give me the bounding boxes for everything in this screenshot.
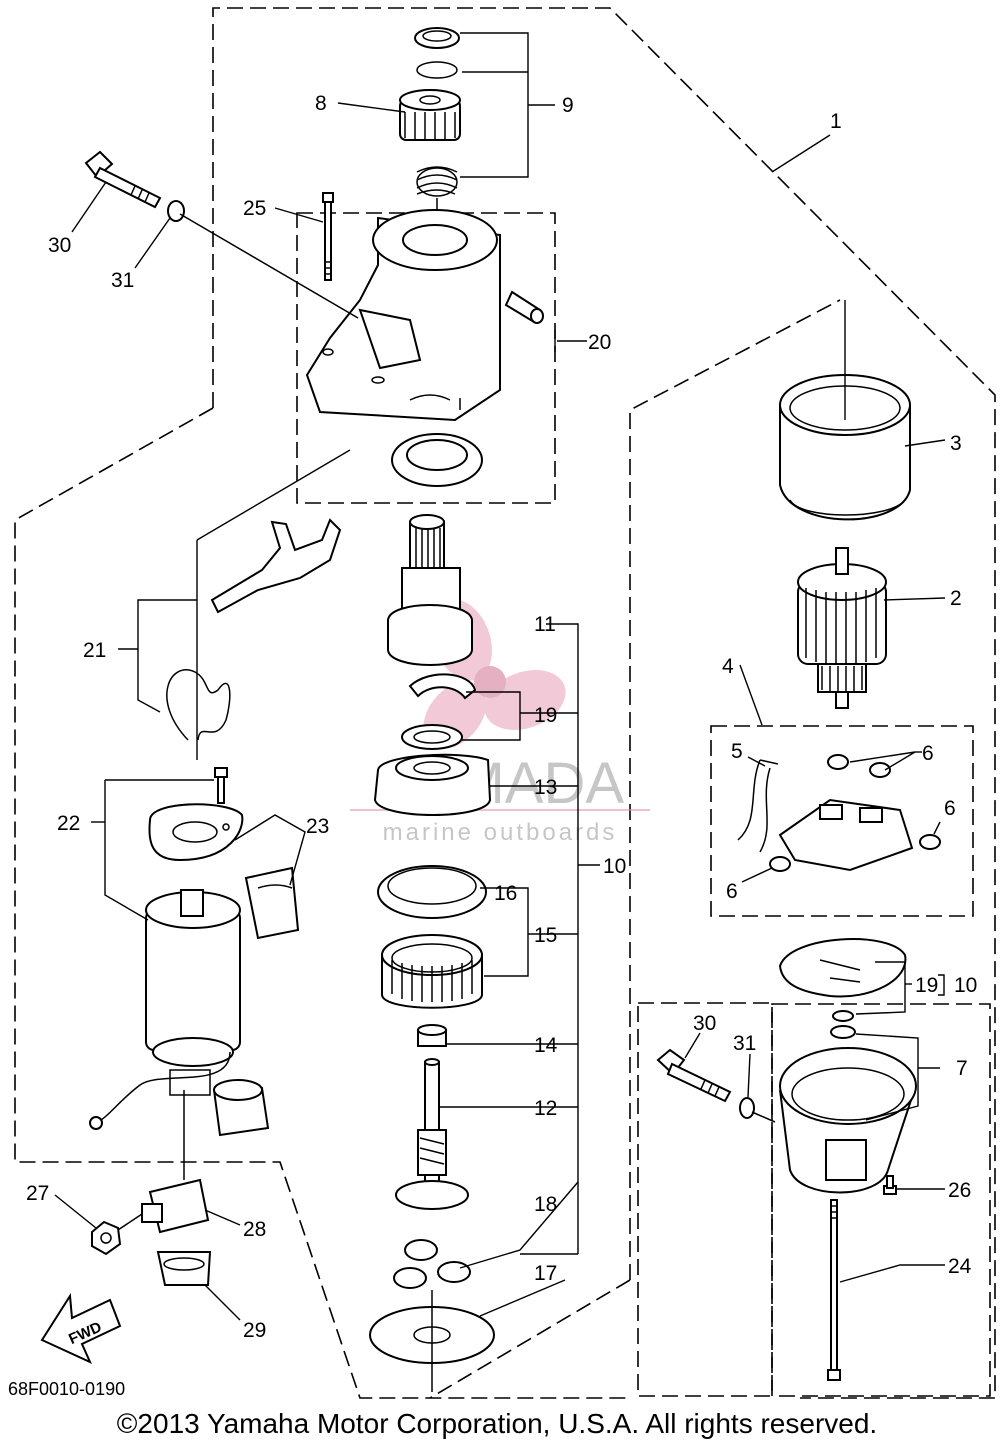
brush-lead-part (737, 759, 779, 853)
yoke-part (779, 374, 911, 521)
planet-gear-part (393, 1239, 471, 1289)
watermark-tagline: marine outboards (383, 819, 618, 846)
snap-ring-part (416, 61, 458, 79)
relay-lead-wire-part (97, 1051, 231, 1123)
callout-labels: 1 2 3 4 5 6 6 6 7 8 9 10 19 10 11 12 13 … (26, 92, 977, 1342)
through-bolt-part (322, 192, 334, 281)
callout-19a: 19 (534, 704, 557, 727)
callout-31a: 31 (111, 269, 134, 292)
rear-washer-part (739, 1097, 755, 1119)
front-bearing-part (391, 433, 483, 487)
diagram-code: 68F0010-0190 (8, 1379, 125, 1399)
callout-30b: 30 (693, 1012, 716, 1035)
fwd-arrow-icon: FWD (40, 1292, 122, 1365)
callout-29: 29 (243, 1319, 266, 1342)
bushing-part (417, 1024, 447, 1047)
callout-6c: 6 (726, 880, 738, 903)
callout-3: 3 (950, 432, 962, 455)
callout-22: 22 (57, 812, 80, 835)
rear-cover-part (779, 1025, 917, 1194)
callout-4: 4 (722, 655, 734, 678)
long-bolt-part (827, 1199, 841, 1381)
brush-holder-part (778, 798, 914, 872)
callout-14: 14 (534, 1034, 558, 1057)
o-ring-part (832, 1010, 854, 1022)
callout-10a: 10 (603, 855, 626, 878)
callout-19b: 19 (915, 974, 938, 997)
callout-23: 23 (306, 815, 329, 838)
callout-12: 12 (534, 1097, 557, 1120)
shift-lever-part (210, 518, 342, 614)
copyright-notice: ©2013 Yamaha Motor Corporation, U.S.A. A… (117, 1408, 877, 1439)
callout-6a: 6 (922, 742, 934, 765)
callout-9: 9 (562, 94, 574, 117)
callout-24: 24 (948, 1255, 972, 1278)
clip-part (408, 673, 477, 700)
callout-27: 27 (26, 1182, 49, 1205)
callout-11: 11 (534, 613, 556, 636)
washer-c-part (401, 724, 463, 750)
callout-16: 16 (494, 882, 517, 905)
switch-cover-part (156, 1251, 212, 1286)
relay-screw-part (214, 767, 228, 804)
spring-clip-part (166, 669, 231, 741)
assembly-outline-4 (710, 725, 974, 917)
ring-gear-part (377, 865, 487, 919)
nut-part (91, 1220, 122, 1256)
callout-31b: 31 (733, 1032, 756, 1055)
pinion-gear-part (399, 89, 461, 141)
callout-17: 17 (534, 1262, 557, 1285)
rubber-holder-part (244, 866, 300, 940)
brush-plate-part (778, 938, 907, 998)
callout-1: 1 (830, 110, 842, 133)
callout-13: 13 (534, 776, 557, 799)
callout-15: 15 (534, 924, 557, 947)
rear-bolt-part (656, 1048, 732, 1103)
assembly-outline-10 (429, 299, 841, 1399)
callout-18: 18 (534, 1193, 557, 1216)
solenoid-switch-part (117, 1178, 210, 1234)
relay-plate-part (148, 803, 244, 862)
screw-part (883, 1175, 897, 1195)
drive-shaft-part (387, 514, 473, 666)
brush-spring-part (769, 754, 941, 872)
callout-21: 21 (83, 639, 106, 662)
callout-20: 20 (588, 331, 611, 354)
callout-5: 5 (731, 740, 743, 763)
internal-gear-part (381, 934, 483, 1009)
spring-part (416, 166, 458, 197)
starter-relay-part (145, 889, 241, 1096)
callout-25: 25 (243, 197, 266, 220)
washer-part (167, 200, 185, 222)
callout-6b: 6 (944, 797, 956, 820)
armature-part (797, 547, 887, 709)
pin-part (504, 290, 544, 324)
callout-7: 7 (956, 1057, 968, 1080)
callout-30a: 30 (48, 234, 71, 257)
assembly-outline-1 (14, 7, 996, 1399)
bolt-part (84, 150, 162, 209)
callout-10b: 10 (954, 974, 977, 997)
relay-boot-part (212, 1079, 270, 1137)
collar-part (414, 27, 460, 49)
callout-2: 2 (950, 587, 962, 610)
front-cover-part (305, 209, 501, 422)
gear-housing-part (373, 753, 492, 816)
callout-28: 28 (243, 1218, 266, 1241)
assembly-outline-rear (637, 1002, 773, 1397)
callout-8: 8 (315, 92, 327, 115)
armature-shaft-part (395, 1058, 469, 1210)
callout-26: 26 (948, 1179, 971, 1202)
